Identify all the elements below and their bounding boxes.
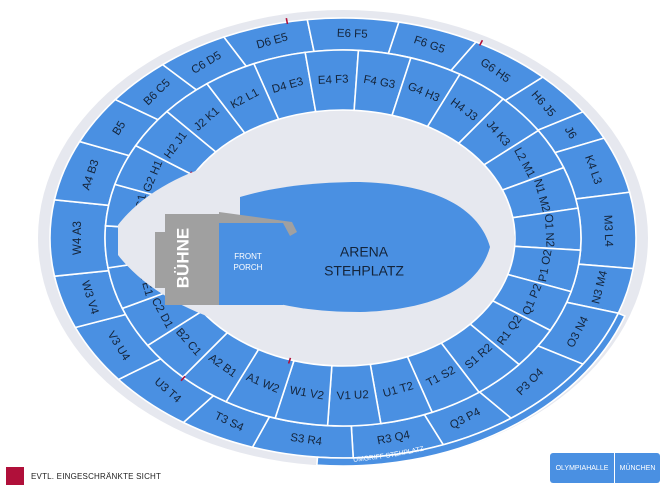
arena-label-line1: ARENA <box>340 244 389 260</box>
section-w4-a3[interactable] <box>49 198 110 278</box>
restricted-view-marker <box>285 17 289 25</box>
restricted-view-marker <box>180 375 186 382</box>
restricted-view-swatch <box>6 467 24 485</box>
stage-label: BÜHNE <box>173 228 192 288</box>
section-e6-f5[interactable] <box>306 17 400 55</box>
stage-buehne <box>155 214 219 305</box>
porch-label-line2: PORCH <box>234 263 263 272</box>
venue-city: MÜNCHEN <box>615 453 660 483</box>
porch-label-line1: FRONT <box>234 252 262 261</box>
restricted-view-marker <box>287 357 292 364</box>
front-porch[interactable] <box>219 223 295 305</box>
restricted-view-marker <box>478 39 484 46</box>
arena-label-line2: STEHPLATZ <box>324 263 404 279</box>
section-k2-l1[interactable] <box>205 62 280 134</box>
restricted-view-label: EVTL. EINGESCHRÄNKTE SICHT <box>31 471 162 481</box>
stage-catwalk-top <box>219 212 297 236</box>
venue-badge: OLYMPIAHALLE MÜNCHEN <box>550 453 660 483</box>
legend: EVTL. EINGESCHRÄNKTE SICHT <box>6 467 161 485</box>
umgriff-band[interactable] <box>315 312 626 467</box>
arena-stehplatz[interactable] <box>240 182 490 312</box>
venue-name: OLYMPIAHALLE <box>550 453 615 483</box>
section-m3-l4[interactable] <box>574 191 637 270</box>
